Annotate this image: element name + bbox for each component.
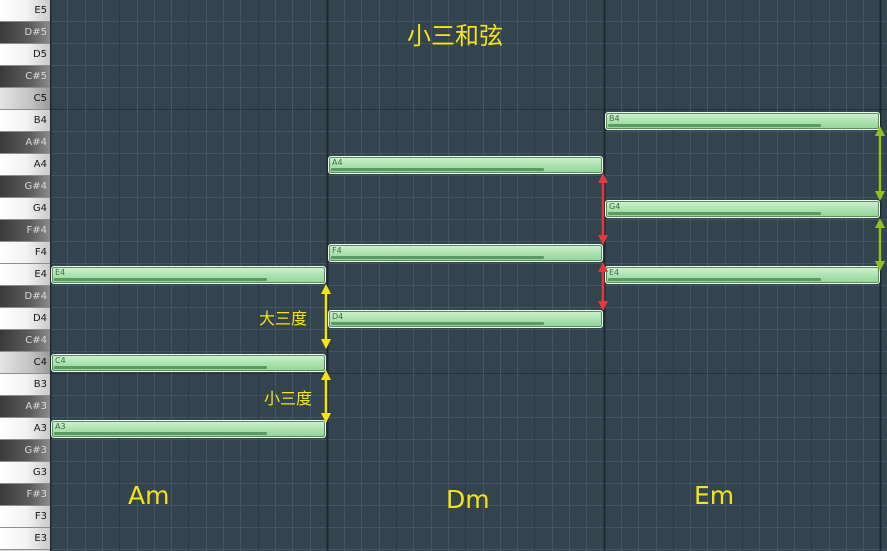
velocity-bar bbox=[331, 256, 544, 259]
piano-key-dsharp5[interactable]: D#5 bbox=[0, 22, 50, 44]
minor-third-label: 小三度 bbox=[264, 389, 313, 408]
note-label: A3 bbox=[55, 422, 66, 431]
note-em-b4[interactable]: B4 bbox=[605, 112, 880, 130]
note-label: G4 bbox=[609, 202, 621, 211]
piano-key-g3[interactable]: G3 bbox=[0, 462, 50, 484]
note-em-e4[interactable]: E4 bbox=[605, 266, 880, 284]
chord-label-dm: Dm bbox=[446, 485, 490, 514]
piano-key-b3[interactable]: B3 bbox=[0, 374, 50, 396]
note-label: E4 bbox=[609, 268, 620, 277]
piano-key-gsharp3[interactable]: G#3 bbox=[0, 440, 50, 462]
piano-key-a3[interactable]: A3 bbox=[0, 418, 50, 440]
note-label: E4 bbox=[55, 268, 66, 277]
piano-key-f3[interactable]: F3 bbox=[0, 506, 50, 528]
piano-key-asharp3[interactable]: A#3 bbox=[0, 396, 50, 418]
velocity-bar bbox=[608, 278, 821, 281]
note-label: A4 bbox=[332, 158, 343, 167]
note-dm-f4[interactable]: F4 bbox=[328, 244, 603, 262]
piano-key-c5[interactable]: C5 bbox=[0, 88, 50, 110]
note-am-a3[interactable]: A3 bbox=[51, 420, 326, 438]
piano-key-f4[interactable]: F4 bbox=[0, 242, 50, 264]
piano-key-e5[interactable]: E5 bbox=[0, 0, 50, 22]
piano-key-fsharp3[interactable]: F#3 bbox=[0, 484, 50, 506]
chord-label-am: Am bbox=[128, 481, 170, 510]
piano-key-csharp5[interactable]: C#5 bbox=[0, 66, 50, 88]
piano-key-d4[interactable]: D4 bbox=[0, 308, 50, 330]
piano-key-fsharp4[interactable]: F#4 bbox=[0, 220, 50, 242]
velocity-bar bbox=[331, 168, 544, 171]
velocity-bar bbox=[54, 432, 267, 435]
piano-key-e4[interactable]: E4 bbox=[0, 264, 50, 286]
chord-label-em: Em bbox=[694, 481, 735, 510]
piano-key-d5[interactable]: D5 bbox=[0, 44, 50, 66]
piano-key-g4[interactable]: G4 bbox=[0, 198, 50, 220]
note-am-e4[interactable]: E4 bbox=[51, 266, 326, 284]
velocity-bar bbox=[54, 278, 267, 281]
note-label: C4 bbox=[55, 356, 66, 365]
note-label: D4 bbox=[332, 312, 344, 321]
note-dm-a4[interactable]: A4 bbox=[328, 156, 603, 174]
note-dm-d4[interactable]: D4 bbox=[328, 310, 603, 328]
piano-key-a4[interactable]: A4 bbox=[0, 154, 50, 176]
note-label: B4 bbox=[609, 114, 620, 123]
chart-title: 小三和弦 bbox=[407, 22, 503, 50]
note-label: F4 bbox=[332, 246, 342, 255]
velocity-bar bbox=[608, 124, 821, 127]
piano-key-gsharp4[interactable]: G#4 bbox=[0, 176, 50, 198]
piano-key-c4[interactable]: C4 bbox=[0, 352, 50, 374]
piano-key-asharp4[interactable]: A#4 bbox=[0, 132, 50, 154]
note-em-g4[interactable]: G4 bbox=[605, 200, 880, 218]
piano-key-csharp4[interactable]: C#4 bbox=[0, 330, 50, 352]
major-third-label: 大三度 bbox=[259, 309, 308, 328]
note-am-c4[interactable]: C4 bbox=[51, 354, 326, 372]
velocity-bar bbox=[608, 212, 821, 215]
piano-key-e3[interactable]: E3 bbox=[0, 528, 50, 550]
piano-key-b4[interactable]: B4 bbox=[0, 110, 50, 132]
velocity-bar bbox=[331, 322, 544, 325]
piano-key-dsharp4[interactable]: D#4 bbox=[0, 286, 50, 308]
velocity-bar bbox=[54, 366, 267, 369]
